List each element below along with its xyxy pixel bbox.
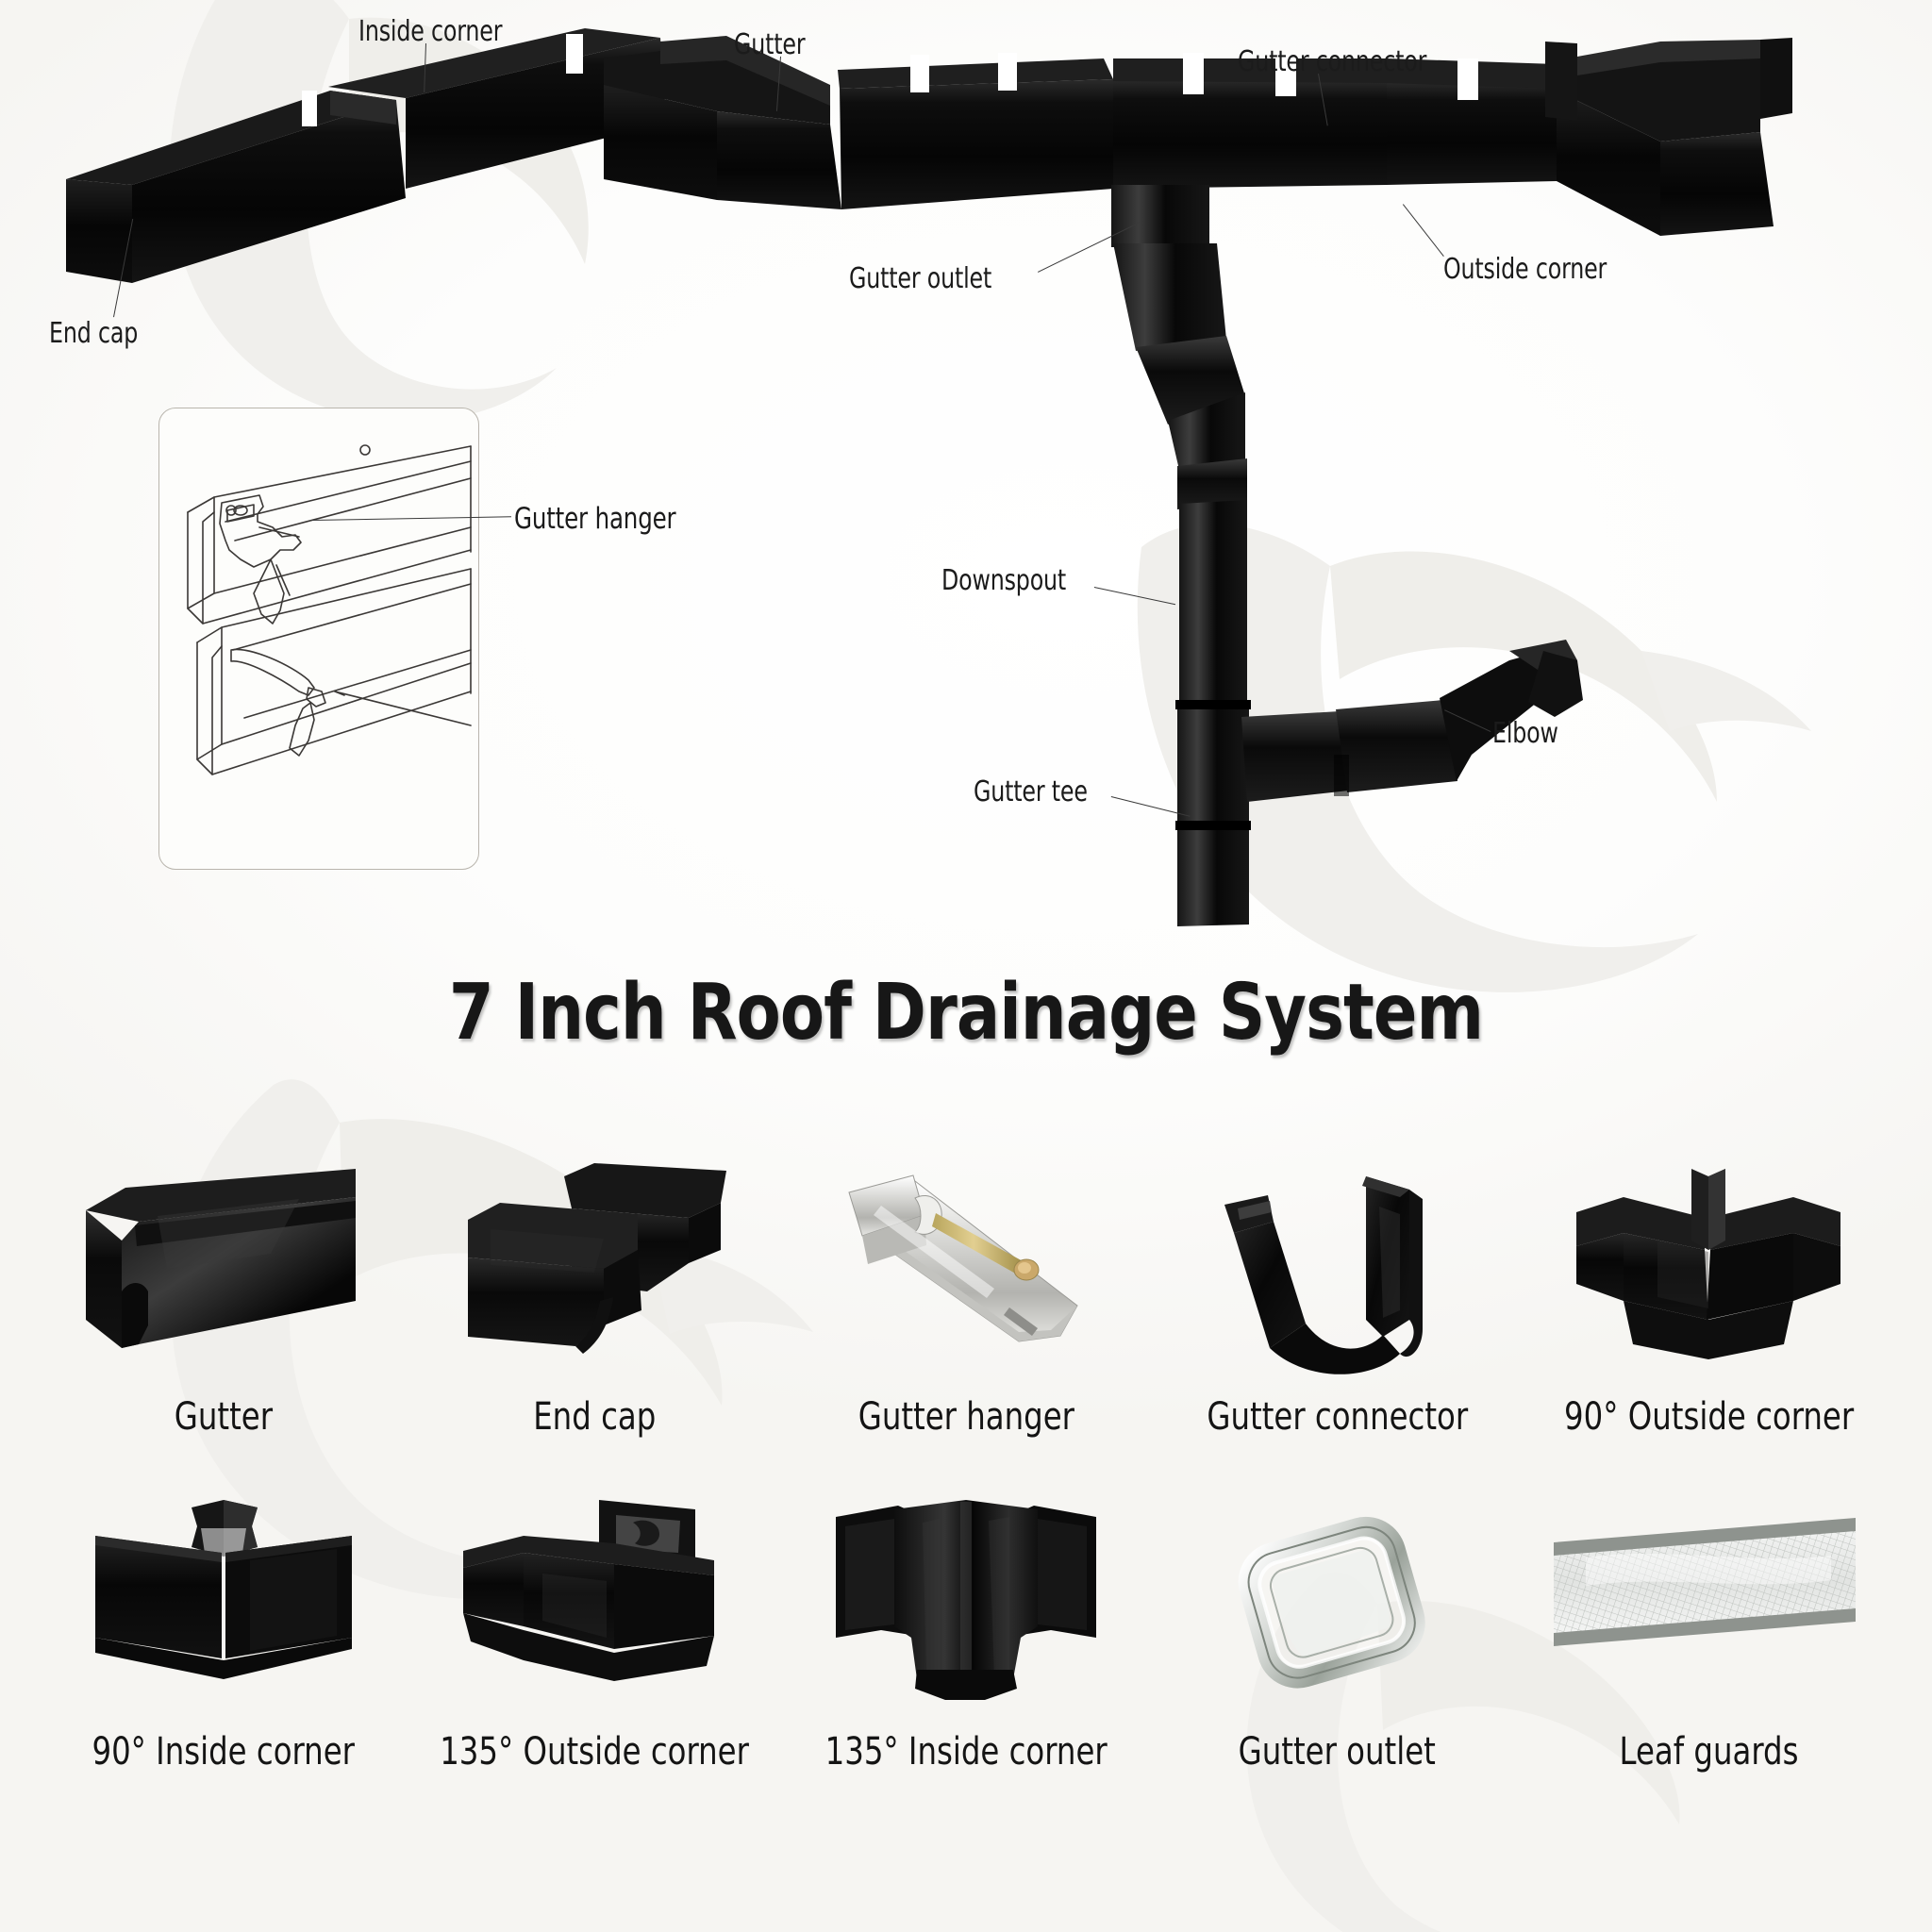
hero-label-gutter-outlet: Gutter outlet: [849, 262, 992, 295]
product-label-inside-corner-90: 90° Inside corner: [92, 1730, 356, 1774]
hero-label-elbow: Elbow: [1492, 717, 1558, 750]
product-label-gutter-outlet: Gutter outlet: [1238, 1730, 1437, 1774]
outside-corner-piece: [1545, 38, 1792, 236]
gutter-hanger-detail-box: [158, 408, 479, 870]
product-image-leaf-guards: [1523, 1479, 1894, 1726]
product-card-gutter-outlet[interactable]: Gutter outlet: [1152, 1448, 1524, 1774]
product-image-gutter-outlet: [1152, 1479, 1524, 1726]
product-label-gutter: Gutter: [174, 1395, 273, 1439]
downspout-assembly: [1111, 185, 1583, 926]
product-image-inside-corner-90: [38, 1479, 409, 1726]
page-title: 7 Inch Roof Drainage System: [448, 968, 1484, 1058]
product-label-outside-corner-90: 90° Outside corner: [1563, 1395, 1854, 1439]
product-card-gutter-hanger[interactable]: Gutter hanger: [780, 1113, 1152, 1439]
product-image-outside-corner-135: [409, 1479, 781, 1726]
hero-label-gutter-tee: Gutter tee: [974, 775, 1088, 808]
product-label-inside-corner-135: 135° Inside corner: [824, 1730, 1108, 1774]
product-image-gutter: [38, 1144, 409, 1391]
hero-label-end-cap: End cap: [49, 317, 139, 350]
product-card-outside-corner-135[interactable]: 135° Outside corner: [409, 1448, 781, 1774]
product-label-leaf-guards: Leaf guards: [1619, 1730, 1799, 1774]
product-card-inside-corner-90[interactable]: 90° Inside corner: [38, 1448, 409, 1774]
product-image-inside-corner-135: [780, 1479, 1152, 1726]
product-image-outside-corner-90: [1523, 1144, 1894, 1391]
gutter-left-run: [66, 28, 666, 283]
product-card-gutter-connector[interactable]: Gutter connector: [1152, 1113, 1524, 1439]
product-card-gutter[interactable]: Gutter: [38, 1113, 409, 1439]
product-label-gutter-hanger: Gutter hanger: [858, 1395, 1074, 1439]
gutter-system-assembly-illustration: [66, 28, 1792, 926]
hero-label-gutter: Gutter: [734, 28, 806, 61]
inset-label-gutter-hanger: Gutter hanger: [514, 502, 676, 536]
hero-label-gutter-connector: Gutter connector: [1238, 45, 1427, 78]
product-label-outside-corner-135: 135° Outside corner: [440, 1730, 750, 1774]
product-card-outside-corner-90[interactable]: 90° Outside corner: [1523, 1113, 1894, 1439]
product-grid: Gutter: [38, 1113, 1894, 1774]
product-image-gutter-connector: [1152, 1144, 1524, 1391]
product-card-leaf-guards[interactable]: Leaf guards: [1523, 1448, 1894, 1774]
gutter-middle-run: [838, 53, 1557, 209]
inside-corner-piece: [604, 36, 841, 209]
product-card-end-cap[interactable]: End cap: [409, 1113, 781, 1439]
product-card-inside-corner-135[interactable]: 135° Inside corner: [780, 1448, 1152, 1774]
product-label-gutter-connector: Gutter connector: [1207, 1395, 1468, 1439]
product-image-gutter-hanger: [780, 1144, 1152, 1391]
hero-label-downspout: Downspout: [941, 564, 1067, 597]
product-image-end-cap: [409, 1144, 781, 1391]
hero-label-outside-corner: Outside corner: [1443, 253, 1607, 286]
product-label-end-cap: End cap: [533, 1395, 657, 1439]
hero-label-inside-corner: Inside corner: [358, 15, 503, 48]
